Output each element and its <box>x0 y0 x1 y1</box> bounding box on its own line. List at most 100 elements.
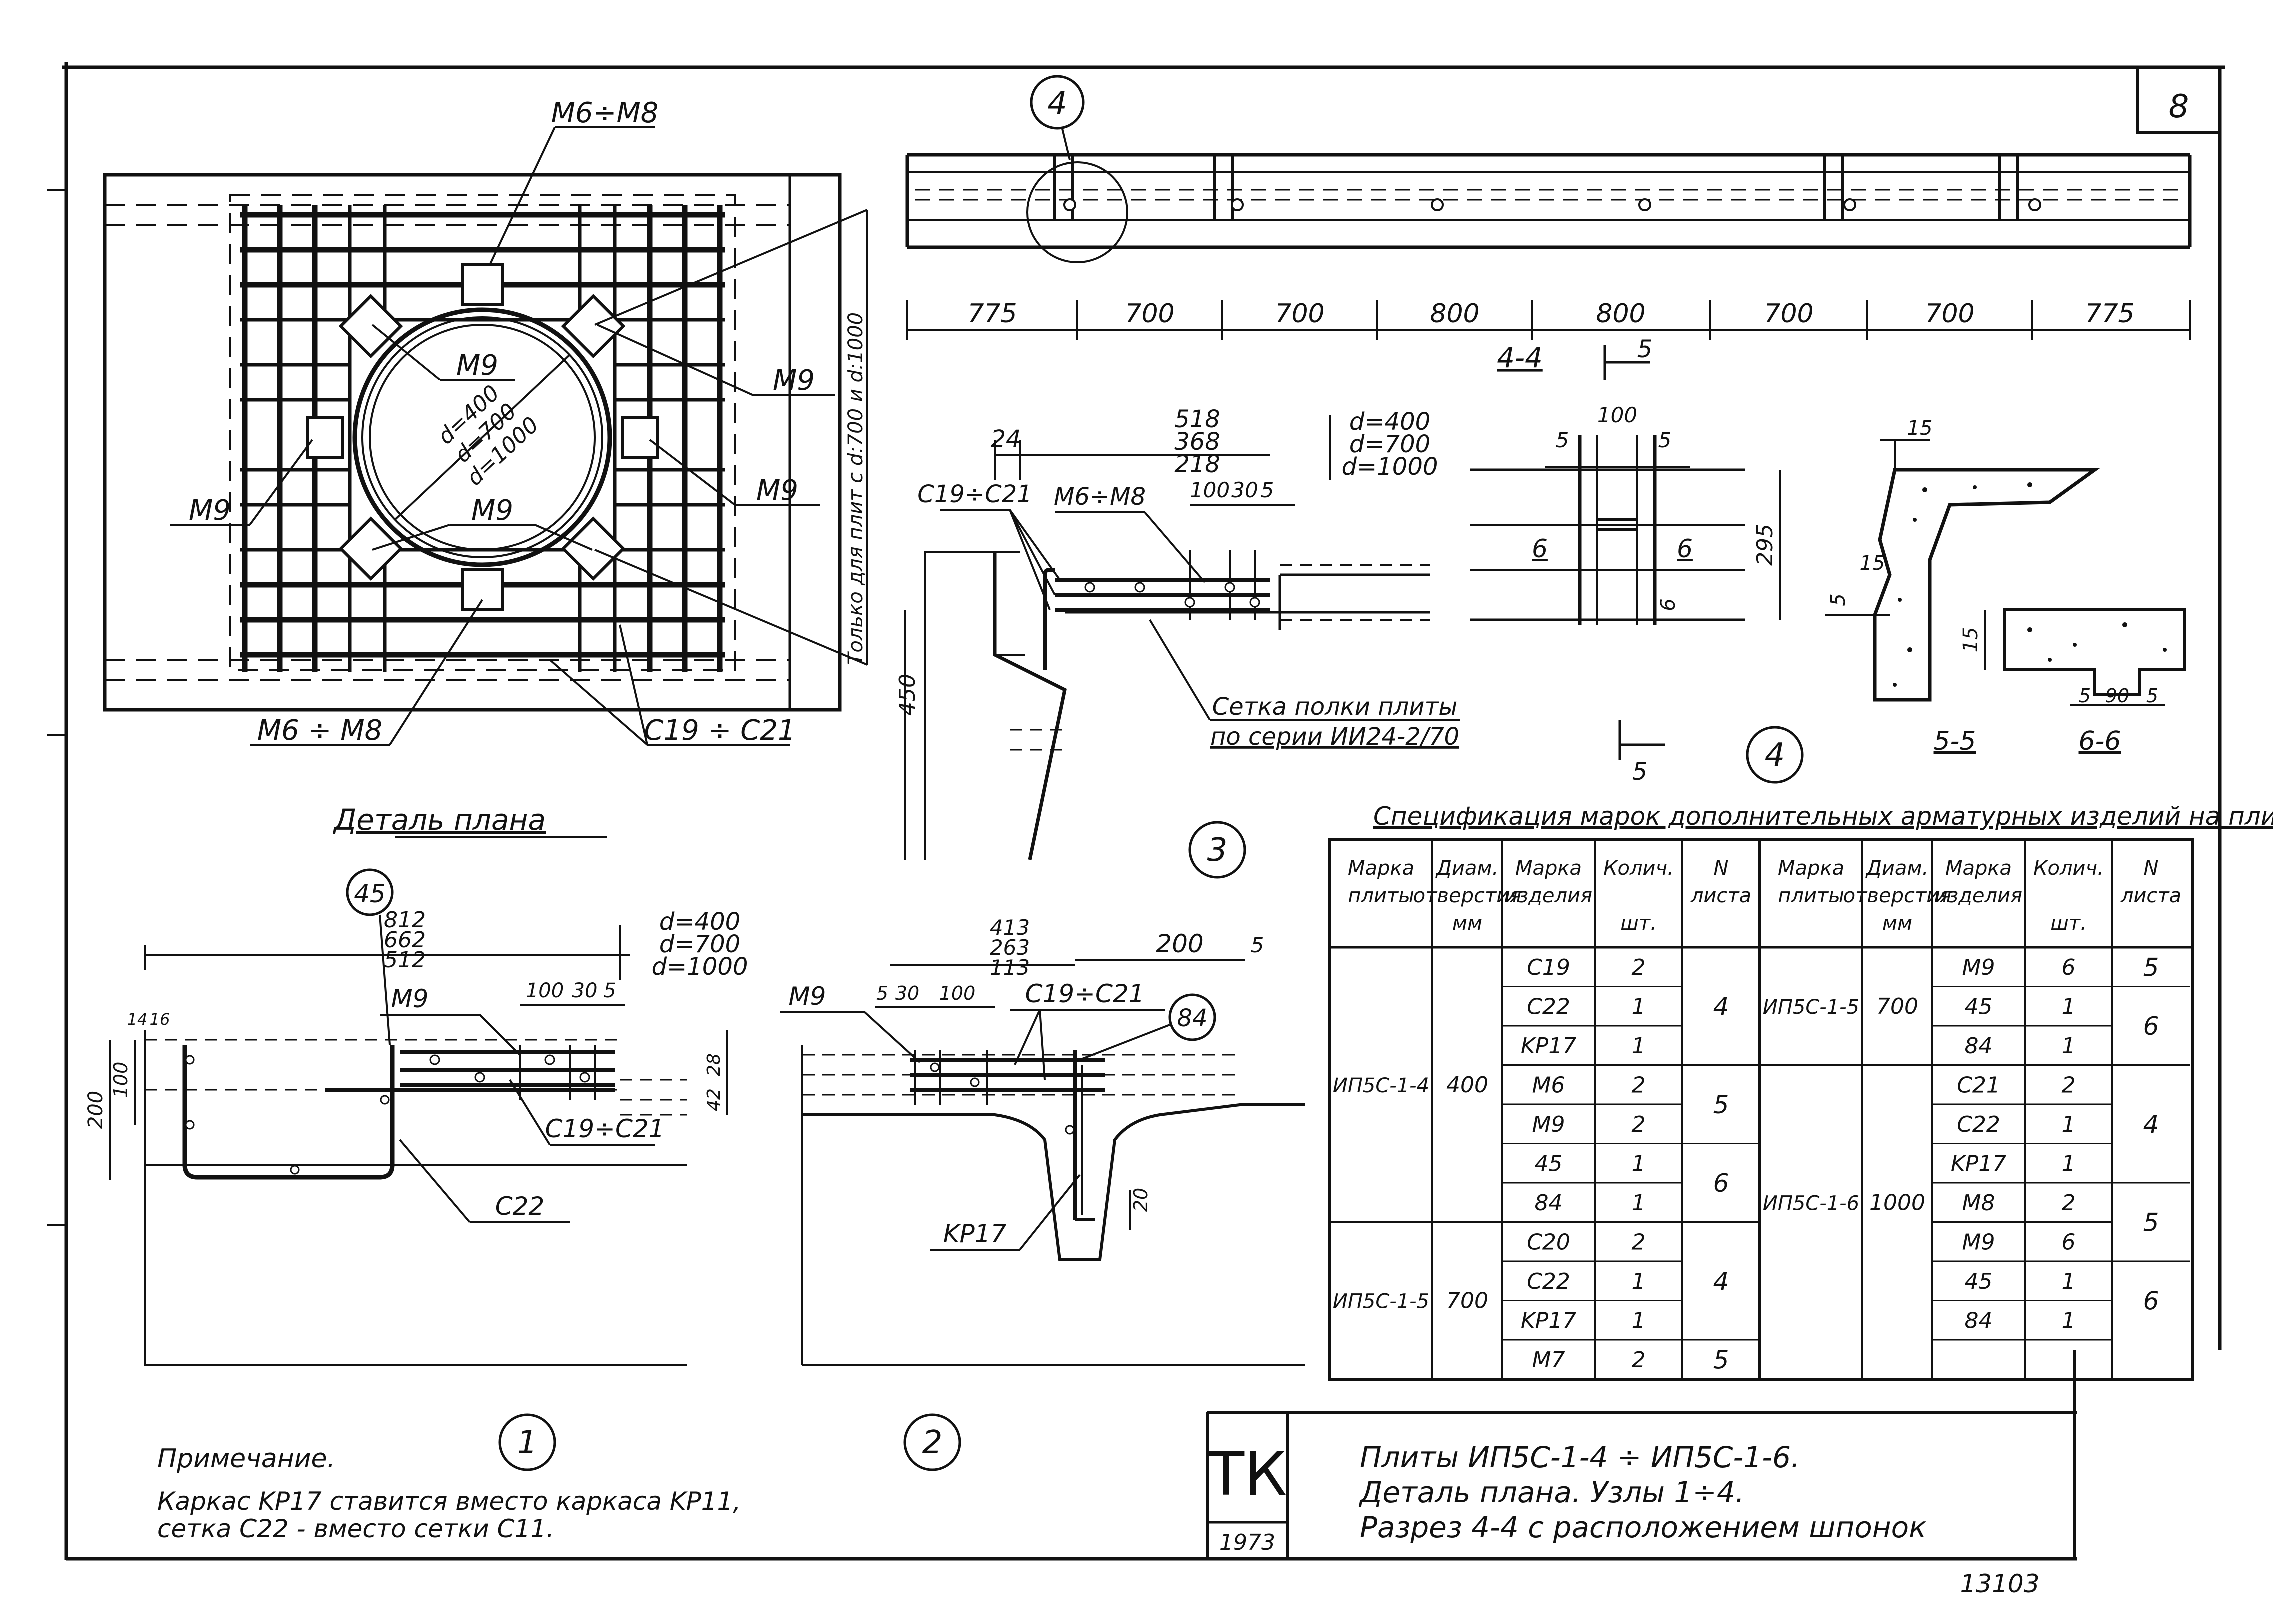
title-line2: Деталь плана. Узлы 1÷4. <box>1358 1475 1744 1509</box>
section-44-cut: 5 <box>1637 335 1653 363</box>
node3-dim-218: 218 <box>1174 450 1220 478</box>
node1-number: 1 <box>517 1424 538 1461</box>
node1-dim-812: 812 <box>384 907 426 933</box>
section-44-label: 4-4 <box>1497 342 1542 374</box>
plan-caption: Деталь плана <box>332 803 546 837</box>
spec-right-plate-0: ИП5С-1-5 <box>1763 996 1859 1019</box>
spec-right-diam-1: 1000 <box>1869 1190 1925 1215</box>
node4-d5a: 5 <box>1556 428 1569 452</box>
spec-left-sheet-0: 4 <box>1713 992 1729 1021</box>
spec-right-qty-4: 1 <box>2062 1112 2076 1137</box>
label-m6-m8-bottom: M6 ÷ M8 <box>257 714 382 747</box>
spec-right-qty-2: 1 <box>2062 1033 2076 1059</box>
node3-m6-m8: M6÷M8 <box>1054 483 1146 511</box>
node3-c19-c21: C19÷C21 <box>917 480 1032 508</box>
node1-marker45: 45 <box>354 879 386 908</box>
spec-right-sheet-3: 5 <box>2143 1208 2159 1237</box>
node2-number: 2 <box>922 1424 943 1461</box>
node2-d100: 100 <box>939 982 976 1004</box>
spec-right-qty-8: 1 <box>2062 1269 2076 1294</box>
s55-d15a: 15 <box>1907 417 1933 440</box>
spec-right-item-9: 84 <box>1965 1308 1993 1334</box>
spec-header-left-2-1: изделия <box>1505 884 1592 907</box>
label-m9-circle: M9 <box>456 349 498 382</box>
spec-header-left-3-0: Колич. <box>1603 857 1674 880</box>
spec-right-sheet-2: 4 <box>2143 1110 2159 1139</box>
node4-d6: 6 <box>1657 598 1680 611</box>
dim-44-6: 700 <box>1764 299 1813 329</box>
node2-d200: 200 <box>1156 929 1203 958</box>
title-year: 1973 <box>1219 1530 1275 1555</box>
s66-d5b: 5 <box>2146 685 2158 707</box>
node2-c19-c21: C19÷C21 <box>1025 979 1145 1008</box>
label-m9-left: M9 <box>189 494 231 527</box>
spec-left-item-2: KP17 <box>1521 1033 1576 1059</box>
spec-left-qty-10: 2 <box>1632 1347 1646 1373</box>
node3-dim-24: 24 <box>990 425 1021 453</box>
spec-left-item-4: M9 <box>1532 1112 1565 1137</box>
label-c19-c21: C19 ÷ C21 <box>644 714 795 747</box>
node1-d700: d=700 <box>659 930 740 958</box>
sheet-number: 8 <box>2169 88 2189 125</box>
node1-m9: M9 <box>391 984 429 1013</box>
spec-left-item-7: C20 <box>1527 1230 1570 1255</box>
s66-d5a: 5 <box>2079 685 2091 707</box>
spec-right-qty-1: 1 <box>2062 994 2076 1020</box>
node1-d42: 42 <box>704 1088 724 1111</box>
spec-header-left-2-0: Марка <box>1515 857 1582 880</box>
node1-d400: d=400 <box>659 908 740 936</box>
spec-left-sheet-2: 6 <box>1713 1169 1729 1198</box>
section-4-4: 4 775 700 700 800 800 700 700 775 4-4 5 <box>905 75 2192 380</box>
node4-cut6b: 6 <box>1677 534 1693 563</box>
spec-right-item-8: 45 <box>1965 1269 1993 1294</box>
spec-right-qty-7: 6 <box>2062 1230 2076 1255</box>
spec-header-left-0-0: Марка <box>1348 857 1414 880</box>
s66-label: 6-6 <box>2079 726 2121 756</box>
spec-left-item-1: C22 <box>1527 994 1570 1020</box>
spec-left-qty-3: 2 <box>1632 1073 1646 1098</box>
spec-left-item-5: 45 <box>1535 1151 1563 1177</box>
spec-right-item-4: C22 <box>1957 1112 2000 1137</box>
dim-44-3: 700 <box>1275 299 1324 329</box>
section-marker-4: 4 <box>1047 85 1067 121</box>
s55-d5: 5 <box>1827 593 1850 606</box>
node-1: 45 812 662 512 d=400 d=700 d=1000 M9 100… <box>84 868 748 1471</box>
section-6-6: 15 5 90 5 6-6 <box>1959 608 2186 756</box>
spec-header-left-1-2: мм <box>1452 912 1482 935</box>
dim-44-2: 700 <box>1125 299 1174 329</box>
spec-left-qty-8: 1 <box>1632 1269 1646 1294</box>
spec-table: Спецификация марок дополнительных армату… <box>1328 802 2273 1381</box>
spec-right-item-1: 45 <box>1965 994 1993 1020</box>
node-3: 24 518 368 218 d=400 d=700 d=1000 C19÷C2… <box>895 405 1460 879</box>
node4-d100: 100 <box>1597 403 1637 427</box>
spec-right-qty-9: 1 <box>2062 1308 2076 1334</box>
note-block: Примечание. Каркас KP17 ставится вместо … <box>157 1444 741 1543</box>
s55-label: 5-5 <box>1934 726 1976 756</box>
spec-header-right-4-0: N <box>2144 857 2159 880</box>
node3-dim-518: 518 <box>1174 405 1220 433</box>
spec-header-right-3-1: шт. <box>2050 912 2087 935</box>
spec-header-left-4-1: листа <box>1690 884 1751 907</box>
archive-number: 13103 <box>1960 1569 2039 1598</box>
node3-d30: 30 <box>1231 478 1258 502</box>
spec-right-sheet-1: 6 <box>2143 1012 2159 1041</box>
node1-d100v: 100 <box>110 1062 132 1098</box>
node3-d450: 450 <box>895 674 920 716</box>
node3-d1000: d=1000 <box>1342 453 1438 481</box>
spec-left-qty-0: 2 <box>1632 955 1646 980</box>
spec-right-diam-0: 700 <box>1876 994 1918 1019</box>
spec-left-item-0: C19 <box>1527 955 1570 980</box>
note-line1: Каркас KP17 ставится вместо каркаса KP11… <box>157 1487 741 1516</box>
sheet-number-box: 8 <box>2136 66 2221 134</box>
node2-d30: 30 <box>895 982 919 1004</box>
spec-left-qty-2: 1 <box>1632 1033 1646 1059</box>
spec-right-qty-3: 2 <box>2062 1073 2076 1098</box>
label-m9-right-top: M9 <box>773 364 815 397</box>
dim-44-5: 800 <box>1596 299 1645 329</box>
spec-left-item-3: M6 <box>1532 1073 1565 1098</box>
spec-header-left-3-1: шт. <box>1620 912 1657 935</box>
spec-header-right-1-1: отверстия <box>1843 884 1952 907</box>
spec-header-right-1-2: мм <box>1882 912 1912 935</box>
sheet-frame <box>47 62 2225 1561</box>
spec-right-item-0: M9 <box>1962 955 1995 980</box>
